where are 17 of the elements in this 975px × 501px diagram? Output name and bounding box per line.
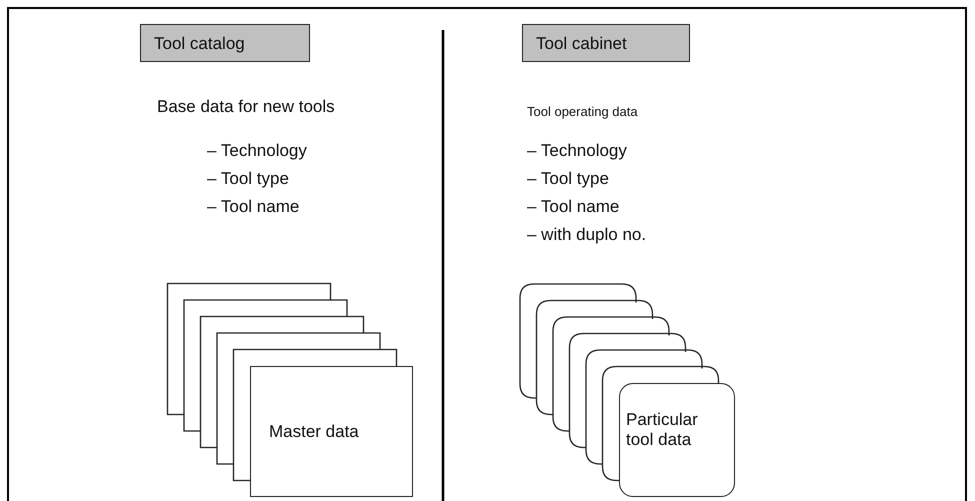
heading-text: Tool catalog — [154, 34, 245, 54]
data-card — [619, 383, 735, 497]
list-item: – Tool type — [207, 169, 289, 189]
heading-box — [522, 24, 690, 62]
list-item: – Technology — [207, 141, 307, 161]
list-item: – with duplo no. — [527, 225, 646, 245]
heading-box — [140, 24, 310, 62]
list-item: – Tool name — [527, 197, 620, 217]
card-label: Particular tool data — [626, 410, 699, 450]
list-item: – Tool name — [207, 197, 300, 217]
list-item: – Technology — [527, 141, 627, 161]
section-subtitle: Tool operating data — [527, 104, 638, 119]
list-item: – Tool type — [527, 169, 609, 189]
heading-text: Tool cabinet — [536, 34, 627, 54]
data-card — [250, 366, 413, 497]
section-subtitle: Base data for new tools — [157, 97, 335, 117]
card-label: Master data — [269, 422, 359, 442]
